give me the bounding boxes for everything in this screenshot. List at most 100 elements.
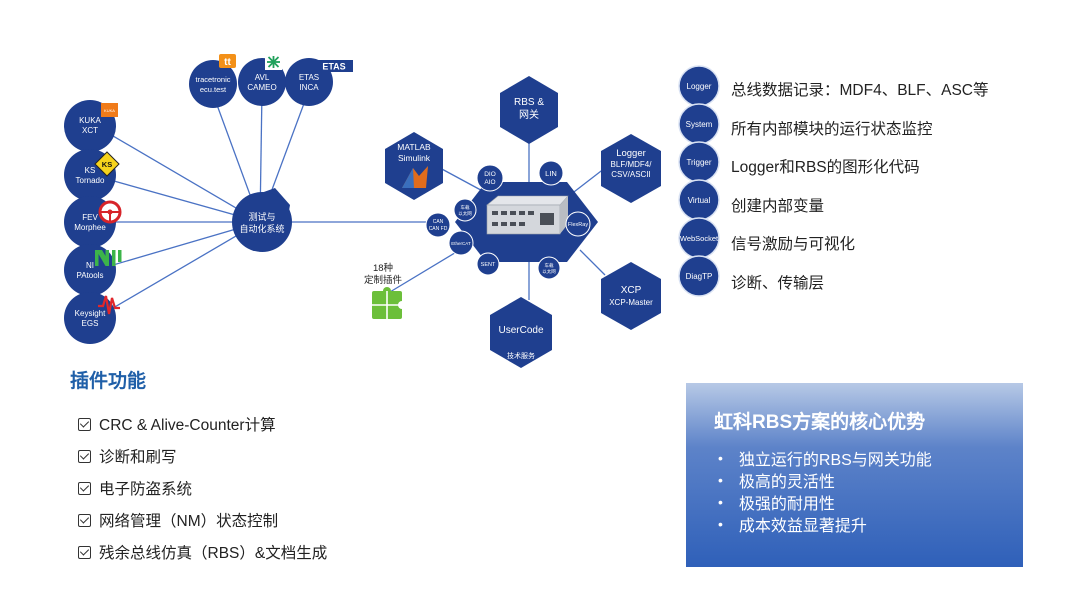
- capability-virtual-node[interactable]: Virtual: [678, 179, 720, 221]
- ni-logo: [95, 250, 122, 266]
- link-ks: [95, 175, 261, 223]
- capability-trigger-node[interactable]: Trigger: [678, 141, 720, 183]
- capability-diagtp-node[interactable]: DiagTP: [678, 255, 720, 297]
- feature-item: 网络管理（NM）状态控制: [78, 504, 327, 536]
- advantages-list: 独立运行的RBS与网关功能 极高的灵活性 极强的耐用性 成本效益显著提升: [718, 447, 932, 535]
- checkbox-icon: [78, 513, 91, 527]
- plugins-label: 18种 定制插件: [364, 262, 403, 286]
- feature-item: 诊断和刷写: [78, 440, 327, 472]
- svg-text:BLF/MDF4/: BLF/MDF4/: [611, 160, 653, 169]
- svg-text:INCA: INCA: [299, 83, 319, 92]
- svg-text:KUKA: KUKA: [79, 116, 101, 125]
- hex-logger[interactable]: Logger BLF/MDF4/ CSV/ASCII: [601, 134, 661, 203]
- svg-text:tt: tt: [224, 57, 231, 68]
- tool-keysight[interactable]: Keysight EGS: [64, 292, 116, 344]
- puzzle-icon: [372, 287, 406, 319]
- link-keysight: [95, 221, 261, 319]
- link-ni: [95, 221, 261, 271]
- checkbox-icon: [78, 545, 91, 559]
- tool-tracetronic[interactable]: tracetronic ecu.test: [189, 60, 237, 108]
- checkbox-icon: [78, 417, 91, 431]
- svg-text:CAN: CAN: [433, 219, 444, 225]
- feature-item: CRC & Alive-Counter计算: [78, 408, 327, 440]
- svg-text:FEV: FEV: [82, 213, 98, 222]
- svg-text:EGS: EGS: [82, 319, 99, 328]
- hex-rbs-gateway[interactable]: RBS & 网关: [500, 76, 558, 144]
- capability-trigger-text: Logger和RBS的图形化代码: [731, 159, 920, 177]
- interface-dio-aio[interactable]: DIO AIO: [476, 164, 504, 192]
- svg-text:CAMEO: CAMEO: [247, 83, 276, 92]
- svg-text:KS: KS: [85, 166, 96, 175]
- svg-text:Morphee: Morphee: [74, 223, 106, 232]
- interface-sent[interactable]: SENT: [476, 252, 500, 276]
- svg-text:ETAS: ETAS: [322, 62, 345, 72]
- svg-text:CSV/ASCII: CSV/ASCII: [611, 170, 651, 179]
- logger-device-image: [486, 195, 569, 235]
- svg-text:AVL: AVL: [255, 73, 270, 82]
- svg-text:KUKA: KUKA: [104, 108, 115, 113]
- capability-virtual-text: 创建内部变量: [731, 197, 825, 215]
- ks-logo: KS: [94, 151, 120, 177]
- keysight-logo: [98, 295, 120, 315]
- svg-text:车载: 车载: [545, 262, 554, 269]
- hex-xcp[interactable]: XCP XCP-Master: [601, 262, 661, 330]
- svg-text:NI: NI: [86, 261, 94, 270]
- svg-text:EtherCAT: EtherCAT: [451, 241, 471, 246]
- interface-can[interactable]: CAN CAN FD: [425, 212, 451, 238]
- interface-lin[interactable]: LIN: [538, 160, 564, 186]
- svg-text:技术服务: 技术服务: [507, 351, 535, 360]
- svg-text:网关: 网关: [519, 108, 539, 121]
- etas-logo: ETAS: [315, 60, 353, 72]
- checkbox-icon: [78, 449, 91, 463]
- svg-text:Logger: Logger: [687, 82, 712, 91]
- capability-system-text: 所有内部模块的运行状态监控: [731, 120, 933, 138]
- svg-text:SENT: SENT: [481, 262, 496, 268]
- svg-text:CAN FD: CAN FD: [429, 226, 448, 232]
- capability-websocket-node[interactable]: WebSocket: [678, 217, 720, 259]
- capability-logger-text: 总线数据记录：MDF4、BLF、ASC等: [731, 82, 989, 100]
- svg-text:Logger: Logger: [616, 148, 646, 159]
- svg-text:DiagTP: DiagTP: [686, 272, 713, 281]
- svg-text:自动化系统: 自动化系统: [239, 223, 284, 234]
- svg-text:Simulink: Simulink: [398, 153, 431, 163]
- svg-text:XCT: XCT: [82, 126, 98, 135]
- svg-text:PAtools: PAtools: [77, 271, 104, 280]
- svg-text:System: System: [686, 120, 713, 129]
- svg-text:Virtual: Virtual: [688, 196, 711, 205]
- svg-text:车载: 车载: [461, 204, 470, 211]
- fev-steering-logo: [98, 200, 122, 224]
- checkbox-icon: [78, 481, 91, 495]
- svg-text:XCP: XCP: [621, 285, 642, 296]
- svg-text:LIN: LIN: [545, 169, 557, 178]
- hex-matlab-simulink[interactable]: MATLAB Simulink: [385, 132, 443, 200]
- interface-eth-bottom[interactable]: 车载 以太网: [537, 256, 561, 280]
- svg-text:FlexRay: FlexRay: [568, 222, 588, 228]
- svg-text:以太网: 以太网: [458, 210, 472, 217]
- feature-item: 残余总线仿真（RBS）&文档生成: [78, 536, 327, 568]
- svg-text:以太网: 以太网: [542, 268, 556, 275]
- test-automation-hub[interactable]: 测试与 自动化系统: [232, 188, 292, 252]
- svg-text:Trigger: Trigger: [686, 158, 711, 167]
- capability-logger-node[interactable]: Logger: [678, 65, 720, 107]
- svg-text:WebSocket: WebSocket: [680, 234, 719, 243]
- core-hub-device[interactable]: [455, 182, 598, 262]
- interface-ethercat[interactable]: EtherCAT: [448, 230, 474, 256]
- advantage-item: 极强的耐用性: [718, 491, 932, 513]
- capability-diagtp-text: 诊断、传输层: [731, 274, 825, 292]
- core-advantages-panel: 虹科RBS方案的核心优势 独立运行的RBS与网关功能 极高的灵活性 极强的耐用性…: [686, 383, 1023, 567]
- svg-text:Tornado: Tornado: [76, 176, 105, 185]
- hex-usercode[interactable]: UserCode 技术服务: [490, 297, 552, 368]
- advantage-item: 成本效益显著提升: [718, 513, 932, 535]
- link-kuka: [95, 125, 261, 223]
- advantages-title: 虹科RBS方案的核心优势: [714, 412, 926, 433]
- interface-eth-top[interactable]: 车载 以太网: [453, 198, 477, 222]
- interface-flexray[interactable]: FlexRay: [565, 211, 591, 237]
- svg-text:AIO: AIO: [484, 179, 495, 186]
- svg-text:测试与: 测试与: [248, 211, 275, 222]
- avl-logo: [265, 54, 282, 70]
- svg-text:RBS &: RBS &: [514, 97, 544, 108]
- capability-system-node[interactable]: System: [678, 103, 720, 145]
- svg-text:Keysight: Keysight: [75, 309, 106, 318]
- advantage-item: 极高的灵活性: [718, 469, 932, 491]
